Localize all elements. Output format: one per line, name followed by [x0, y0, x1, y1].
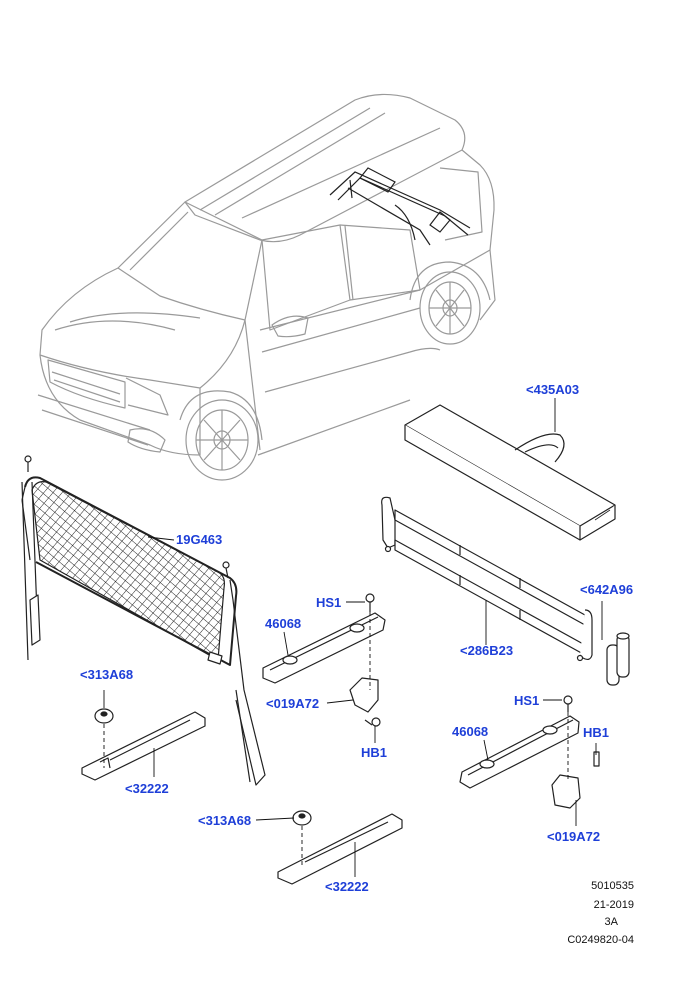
bracket-left-bottom-part — [277, 810, 403, 885]
callout-HB1-right[interactable]: HB1 — [583, 725, 610, 740]
callout-HS1-left[interactable]: HS1 — [316, 595, 342, 610]
mount-rail-right-part — [459, 695, 600, 809]
bracket-left-top-part — [81, 708, 206, 781]
callout-313A68-top[interactable]: <313A68 — [80, 667, 134, 682]
callout-019A72-left[interactable]: <019A72 — [266, 696, 320, 711]
diagram-year: 21-2019 — [593, 899, 634, 911]
net-barrier-part — [21, 455, 266, 786]
callout-46068-left[interactable]: 46068 — [265, 616, 302, 631]
callout-32222-bottom[interactable]: <32222 — [325, 879, 369, 894]
callout-313A68-bottom[interactable]: <313A68 — [198, 813, 252, 828]
diagram-revision: 3A — [604, 916, 618, 928]
mount-rail-left-part — [262, 593, 386, 727]
callout-32222-top[interactable]: <32222 — [125, 781, 169, 796]
diagram-reference: C0249820-04 — [567, 934, 634, 946]
leader-lines — [103, 398, 603, 877]
callout-286B23[interactable]: <286B23 — [460, 643, 514, 658]
callout-19G463[interactable]: 19G463 — [176, 532, 223, 547]
tension-cylinder-part — [606, 632, 630, 686]
callout-019A72-right[interactable]: <019A72 — [547, 829, 601, 844]
frame-rail-part — [381, 496, 593, 662]
callout-642A96[interactable]: <642A96 — [580, 582, 634, 597]
vehicle-illustration — [37, 93, 496, 481]
callout-46068-right[interactable]: 46068 — [452, 724, 489, 739]
callout-435A03[interactable]: <435A03 — [526, 382, 580, 397]
callout-HB1-left[interactable]: HB1 — [361, 745, 388, 760]
storage-bag-part — [404, 404, 616, 541]
callout-HS1-right[interactable]: HS1 — [514, 693, 540, 708]
installed-cargo-frame — [329, 167, 471, 246]
diagram-code: 5010535 — [591, 880, 634, 892]
